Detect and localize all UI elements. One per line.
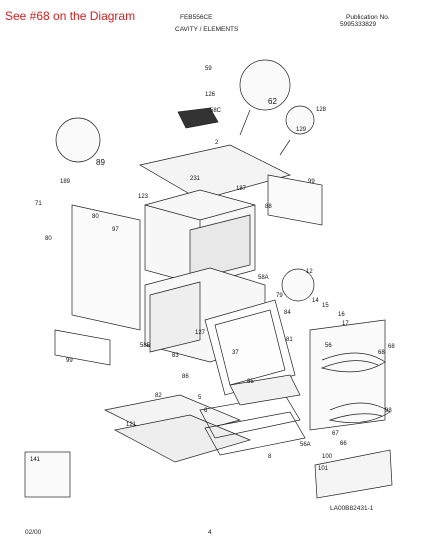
callout-123: 123 <box>138 194 149 200</box>
callout-67: 67 <box>332 431 339 437</box>
callout-58b: 58B <box>140 343 151 349</box>
top-panel <box>139 144 291 201</box>
front-frame <box>204 299 296 396</box>
oven-rack-lower <box>204 411 306 456</box>
callout-56a: 56A <box>300 442 311 448</box>
leader-line-b <box>279 139 291 156</box>
callout-2: 2 <box>215 140 219 146</box>
model-number: FEB556CE <box>180 14 213 21</box>
publication-number: 5995333829 <box>340 21 377 28</box>
callout-126: 126 <box>205 92 216 98</box>
callout-84: 84 <box>284 310 291 316</box>
component-58c <box>177 107 219 129</box>
inset-141-box <box>24 451 71 498</box>
callout-62: 62 <box>268 97 277 106</box>
rear-panel <box>267 174 323 226</box>
publication-label: Publication No. <box>346 14 390 21</box>
callout-81: 81 <box>286 337 293 343</box>
callout-83: 83 <box>172 353 179 359</box>
inset-89-circle <box>55 117 101 163</box>
callout-128: 128 <box>316 107 327 113</box>
callout-80-a: 80 <box>92 214 99 220</box>
callout-68-b: 68 <box>378 350 385 356</box>
callout-88: 88 <box>265 204 272 210</box>
callout-66: 66 <box>340 441 347 447</box>
lower-left-panel <box>54 329 111 366</box>
callout-100: 100 <box>322 454 333 460</box>
callout-97: 97 <box>112 227 119 233</box>
bottom-trim <box>314 449 393 499</box>
lower-oven-side <box>149 281 201 353</box>
leader-line-a <box>239 109 251 136</box>
front-frame-inner <box>214 309 286 386</box>
callout-189: 189 <box>60 179 71 185</box>
callout-17: 17 <box>342 321 349 327</box>
broil-pan <box>229 374 301 406</box>
callout-59: 59 <box>205 66 212 72</box>
callout-101: 101 <box>318 466 329 472</box>
diagram-note: See #68 on the Diagram <box>5 9 136 23</box>
callout-80-b: 80 <box>45 236 52 242</box>
callout-99-top: 99 <box>308 179 315 185</box>
footer-page-number: 4 <box>208 529 212 536</box>
callout-231: 231 <box>190 176 201 182</box>
callout-37: 37 <box>232 350 239 356</box>
callout-14: 14 <box>312 298 319 304</box>
callout-86: 86 <box>182 374 189 380</box>
callout-6: 6 <box>204 408 208 414</box>
callout-82: 82 <box>155 393 162 399</box>
callout-labels: 59 126 58C 62 128 129 89 2 231 187 123 1… <box>30 66 395 472</box>
callout-58c: 58C <box>210 108 222 114</box>
callout-56: 56 <box>325 343 332 349</box>
callout-58a: 58A <box>258 275 269 281</box>
left-side-panel <box>71 204 141 331</box>
section-title: CAVITY / ELEMENTS <box>175 26 239 33</box>
callout-129: 129 <box>296 127 307 133</box>
callout-187: 187 <box>236 186 247 192</box>
callout-127: 127 <box>195 330 206 336</box>
inset-128-circle <box>285 105 315 135</box>
inset-62-circle <box>239 59 291 111</box>
footer-date: 02/00 <box>25 529 42 536</box>
bake-element <box>328 402 391 423</box>
callout-12: 12 <box>306 269 313 275</box>
broil-element <box>320 352 386 373</box>
right-side-panel <box>309 319 386 431</box>
callout-121: 121 <box>126 422 137 428</box>
callout-5: 5 <box>198 395 202 401</box>
callout-15: 15 <box>322 303 329 309</box>
bottom-panel-lower <box>113 414 252 463</box>
inset-12-circle <box>281 268 315 302</box>
cavity-opening <box>189 214 251 281</box>
callout-99-bottom: 99 <box>66 358 73 364</box>
callout-16: 16 <box>338 312 345 318</box>
callout-85: 85 <box>247 379 254 385</box>
callout-79: 79 <box>276 293 283 299</box>
callout-68: 68 <box>388 344 395 350</box>
callout-71: 71 <box>35 201 42 207</box>
callout-141: 141 <box>30 457 41 463</box>
callout-98: 98 <box>385 408 392 414</box>
callout-8: 8 <box>268 454 272 460</box>
callout-89: 89 <box>96 158 105 167</box>
figure-reference: LA00B82431-1 <box>330 505 374 512</box>
